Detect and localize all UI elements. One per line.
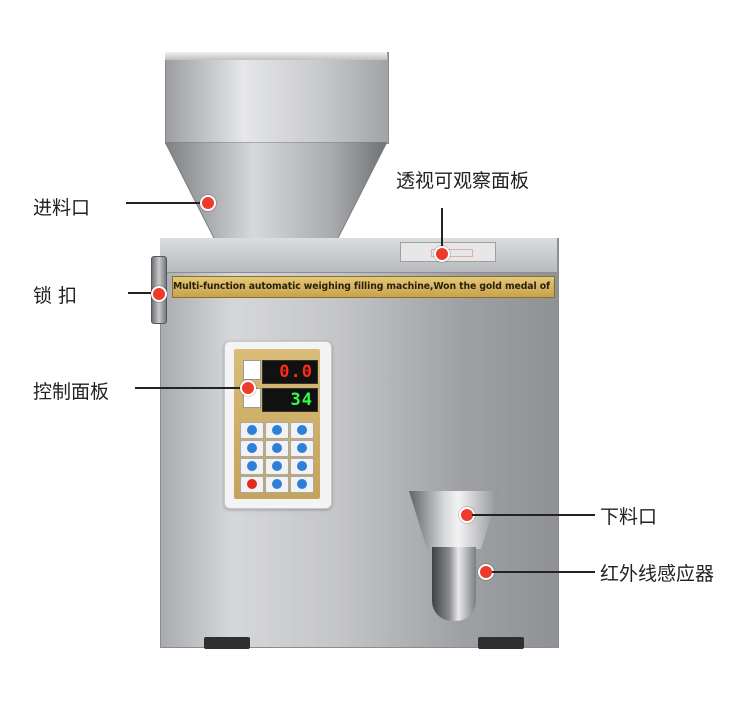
weight-display: 0.0 — [262, 360, 318, 384]
panel-key — [265, 458, 289, 475]
foot-right — [478, 637, 524, 649]
hopper-rim — [165, 52, 387, 60]
callout-label-observation: 透视可观察面板 — [396, 170, 530, 192]
panel-key — [290, 476, 314, 493]
panel-key — [265, 476, 289, 493]
power-key — [240, 476, 264, 493]
foot-left — [204, 637, 250, 649]
callout-line-lock — [128, 292, 154, 294]
callout-label-control-panel: 控制面板 — [33, 381, 110, 403]
callout-dot-control-panel — [240, 380, 256, 396]
callout-dot-observation — [434, 246, 450, 262]
callout-dot-lock — [151, 286, 167, 302]
count-display: 34 — [262, 388, 318, 412]
weight-label-tag — [243, 360, 261, 380]
callout-line-observation — [441, 208, 443, 252]
panel-key — [240, 458, 264, 475]
discharge-chute — [409, 491, 499, 549]
panel-key — [240, 422, 264, 439]
callout-label-sensor: 红外线感应器 — [600, 563, 715, 585]
banner-plate: Multi-function automatic weighing fillin… — [172, 276, 555, 298]
callout-line-inlet — [126, 202, 206, 204]
hopper-upper — [165, 52, 389, 144]
machine-lid — [160, 238, 557, 273]
callout-line-sensor — [492, 571, 595, 573]
callout-label-inlet: 进料口 — [33, 197, 91, 219]
panel-key — [240, 440, 264, 457]
machine-body — [160, 238, 559, 648]
panel-key — [290, 422, 314, 439]
panel-key — [265, 422, 289, 439]
panel-key — [265, 440, 289, 457]
discharge-spout — [432, 547, 476, 621]
callout-dot-inlet — [200, 195, 216, 211]
panel-key — [290, 440, 314, 457]
callout-label-lock: 锁 扣 — [33, 285, 78, 307]
callout-line-control-panel — [135, 387, 243, 389]
callout-line-outlet — [472, 514, 595, 516]
hopper-funnel — [165, 142, 387, 244]
panel-key — [290, 458, 314, 475]
callout-label-outlet: 下料口 — [600, 506, 658, 528]
